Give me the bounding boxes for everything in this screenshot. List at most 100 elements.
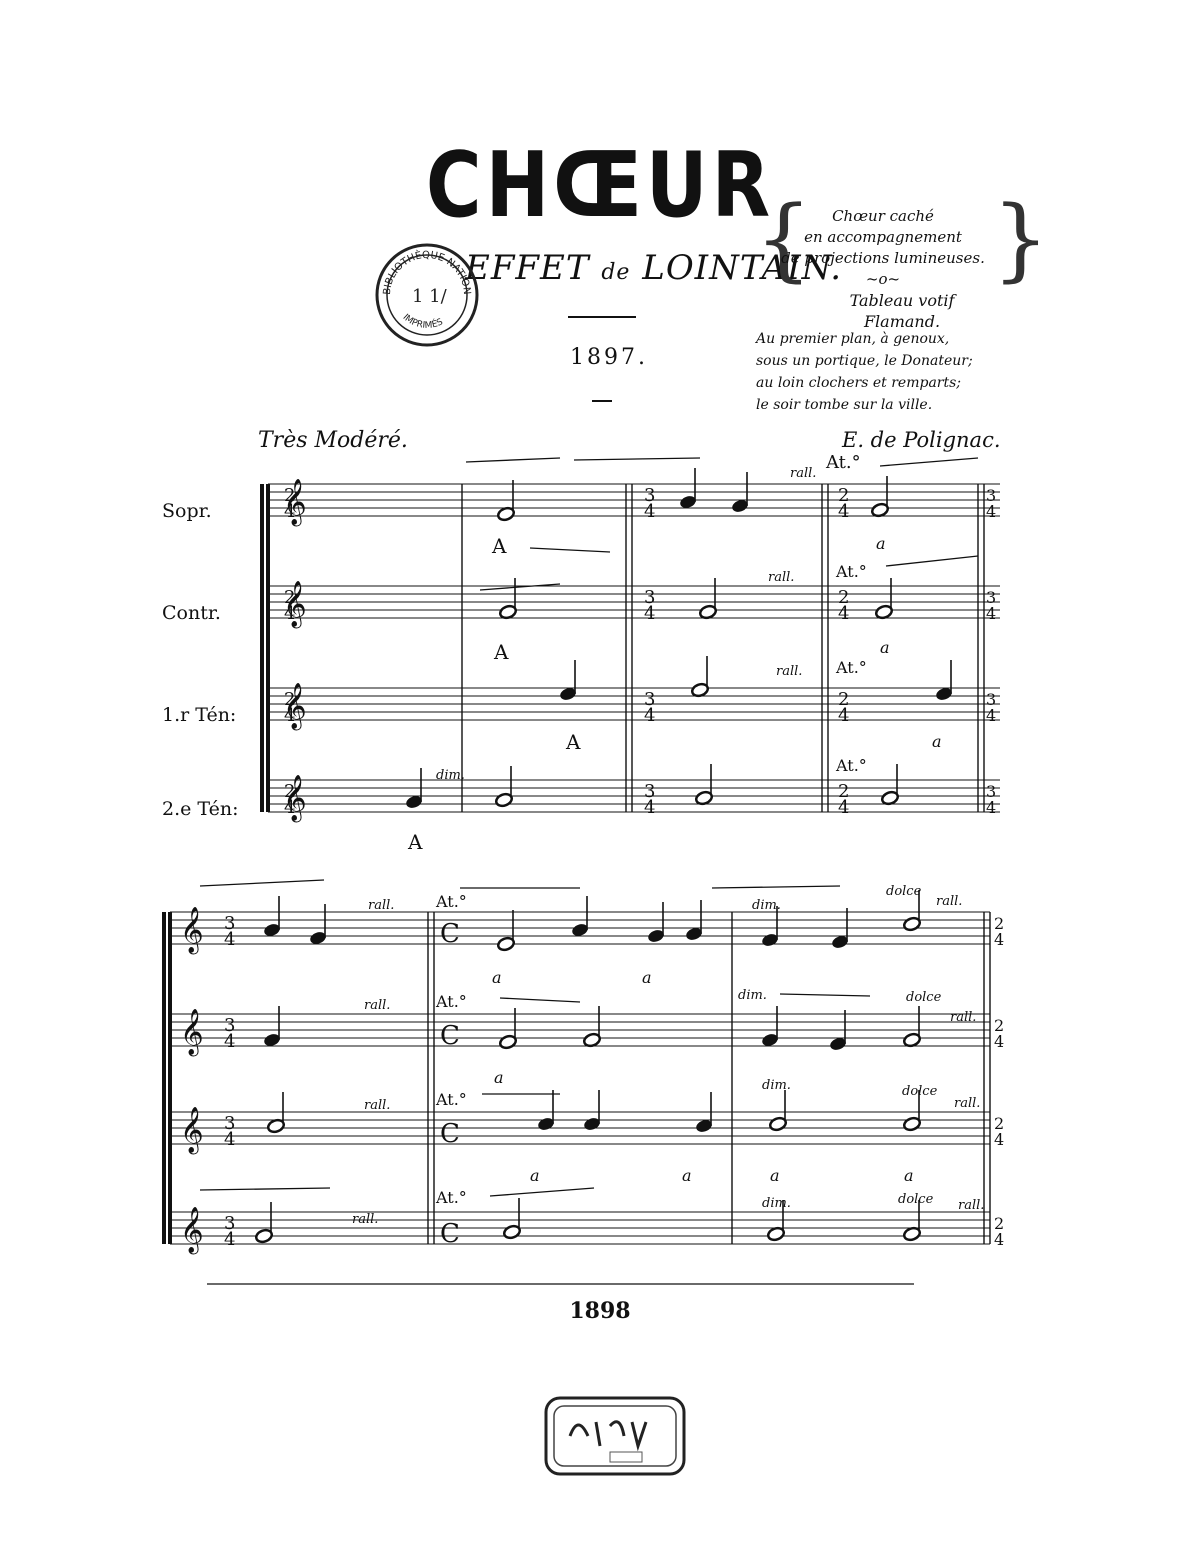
note-head [762,934,778,946]
time-signature: C [440,1219,460,1249]
dolce-marking: dolce [906,990,942,1005]
staff-line [465,457,561,463]
note-head [499,604,517,620]
time-signature: 3 [224,913,235,934]
note-head [264,924,280,936]
time-signature: 𝄞 [283,581,307,629]
note-head [875,604,893,620]
time-signature: 4 [994,1230,1004,1249]
note-head [497,936,515,952]
time-signature: 2 [838,781,849,802]
rall-marking: rall. [768,570,795,585]
dim-marking: dim. [436,768,465,783]
note-head [572,924,588,936]
time-signature: 𝄞 [180,1009,204,1057]
staff-line [573,457,701,461]
subtitle: EFFET de LOINTAIN. [465,248,842,288]
note-head [769,1116,787,1132]
note-head [648,930,664,942]
time-signature: 4 [838,501,849,522]
note-head [264,1034,280,1046]
year-printed: 1898 [569,1298,631,1324]
note-head [497,506,515,522]
time-signature: 2 [838,485,849,506]
note-line: en accompagnement [804,228,962,246]
lyric-a: a [876,534,886,553]
desc-line: au loin clochers et remparts; [756,375,962,391]
page-title: CHŒUR [425,132,775,238]
time-signature: 3 [644,781,655,802]
time-signature: C [440,1119,460,1149]
year-composed: 1897. [570,345,648,370]
lyric-a: a [932,732,942,751]
staff-line [779,993,871,997]
lyric-A: A [566,730,581,754]
note-head [691,682,709,698]
time-signature: 4 [994,1032,1004,1051]
desc-line: sous un portique, le Donateur; [756,353,973,369]
time-signature: 3 [986,782,996,801]
staff-line [199,1187,331,1191]
desc-line: le soir tombe sur la ville. [756,397,933,413]
time-signature: 2 [284,781,295,802]
time-signature: 2 [284,587,295,608]
note-head [767,1226,785,1242]
time-signature: 2 [994,1114,1004,1133]
bottom-stamp-icon [544,1396,686,1476]
note-head [495,792,513,808]
divider-rule-short [592,400,612,402]
time-signature: 2 [994,914,1004,933]
voice-label-tenor-2: 2.e Tén: [162,798,239,820]
staff-line [879,457,979,467]
desc-line: Au premier plan, à genoux, [756,331,950,347]
subtitle-effet: EFFET [465,248,590,288]
staff-lines [162,457,1000,1285]
dim-marking: dim. [752,898,781,913]
time-signature: 4 [986,706,996,725]
divider-rule [568,316,636,318]
time-signature: 2 [838,689,849,710]
note-head [255,1228,273,1244]
time-signature: 4 [838,705,849,726]
note-head [406,796,422,808]
lyric-a: a [530,1166,540,1185]
note-ornament: ~o~ [865,270,901,288]
time-signature: 4 [284,603,295,624]
time-signature: 4 [986,604,996,623]
note-head [903,1226,921,1242]
time-signature: 2 [994,1016,1004,1035]
note-head [762,1034,778,1046]
lyric-a: a [770,1166,780,1185]
rall-marking: rall. [364,1098,391,1113]
time-signature: 𝄞 [283,775,307,823]
dim-marking: dim. [738,988,767,1003]
voice-label-contralto: Contr. [162,602,221,624]
time-signature: 3 [644,689,655,710]
lyric-A: A [492,534,507,558]
rall-marking: rall. [950,1010,977,1025]
time-signature: 𝄞 [283,683,307,731]
lyric-a: a [492,968,502,987]
scene-description: Au premier plan, à genoux, sous un porti… [756,328,973,416]
lyric-A: A [408,830,423,854]
a-tempo-marking: At.° [436,1188,467,1207]
time-signature: 4 [986,798,996,817]
time-signature: 4 [224,1229,235,1250]
lyric-A: A [494,640,509,664]
staff-line [479,583,561,591]
tempo-marking: Très Modéré. [258,428,408,453]
time-signature: 3 [644,587,655,608]
left-brace: { [755,187,813,292]
staff-line [199,879,325,887]
time-signature: C [440,919,460,949]
lyric-a: a [642,968,652,987]
time-signature: 4 [838,603,849,624]
time-signature: 3 [224,1015,235,1036]
time-signature: 𝄞 [180,1107,204,1155]
rall-marking: rall. [954,1096,981,1111]
dim-marking: dim. [762,1078,791,1093]
dolce-marking: dolce [902,1084,938,1099]
note-head [903,1032,921,1048]
rall-marking: rall. [936,894,963,909]
